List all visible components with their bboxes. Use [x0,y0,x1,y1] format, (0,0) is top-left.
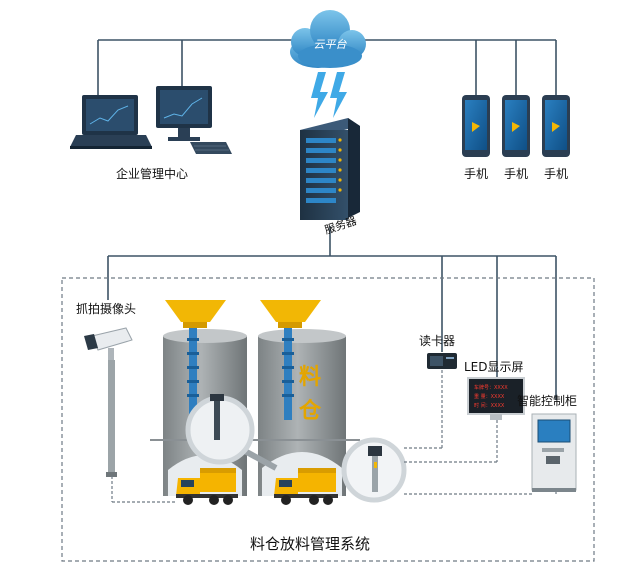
phone-label: 手机 [544,167,568,181]
led-row: 重 量：XXXX [474,393,505,400]
cloud-label: 云平台 [314,38,348,51]
cabinet-label: 智能控制柜 [517,393,577,408]
led-row: 时 间：XXXX [474,402,505,409]
card-reader-icon [427,353,457,369]
camera-pole [106,360,117,477]
system-boundary [61,277,595,562]
control-cabinet-icon [531,413,577,492]
led-label: LED显示屏 [464,360,524,374]
enterprise-label: 企业管理中心 [116,166,188,181]
top-network-lines [97,39,557,400]
desktop-computer-icon [156,86,232,154]
system-title: 料仓放料管理系统 [250,535,370,553]
phone-icon [542,95,570,157]
camera-icon [84,327,133,362]
phone-label: 手机 [464,167,488,181]
camera-label: 抓拍摄像头 [76,301,136,316]
phone-icon [502,95,530,157]
led-display-icon [467,377,525,420]
cloud-icon [290,10,366,68]
silo-left [163,300,247,496]
card-reader-label: 读卡器 [419,334,455,348]
laptop-icon [70,95,152,149]
silo-text: 仓 [298,398,322,424]
truck-icon [176,468,238,505]
lower-wiring [111,370,557,503]
phone-icon [462,95,490,157]
led-row: 车牌号：XXXX [474,384,508,391]
truck-icon [274,468,338,505]
silo-text: 料 [299,365,321,390]
magnifier-right [341,437,407,503]
lightning-icon [311,72,347,118]
magnifier-left [185,394,278,471]
server-icon [300,118,360,220]
phone-label: 手机 [504,167,528,181]
